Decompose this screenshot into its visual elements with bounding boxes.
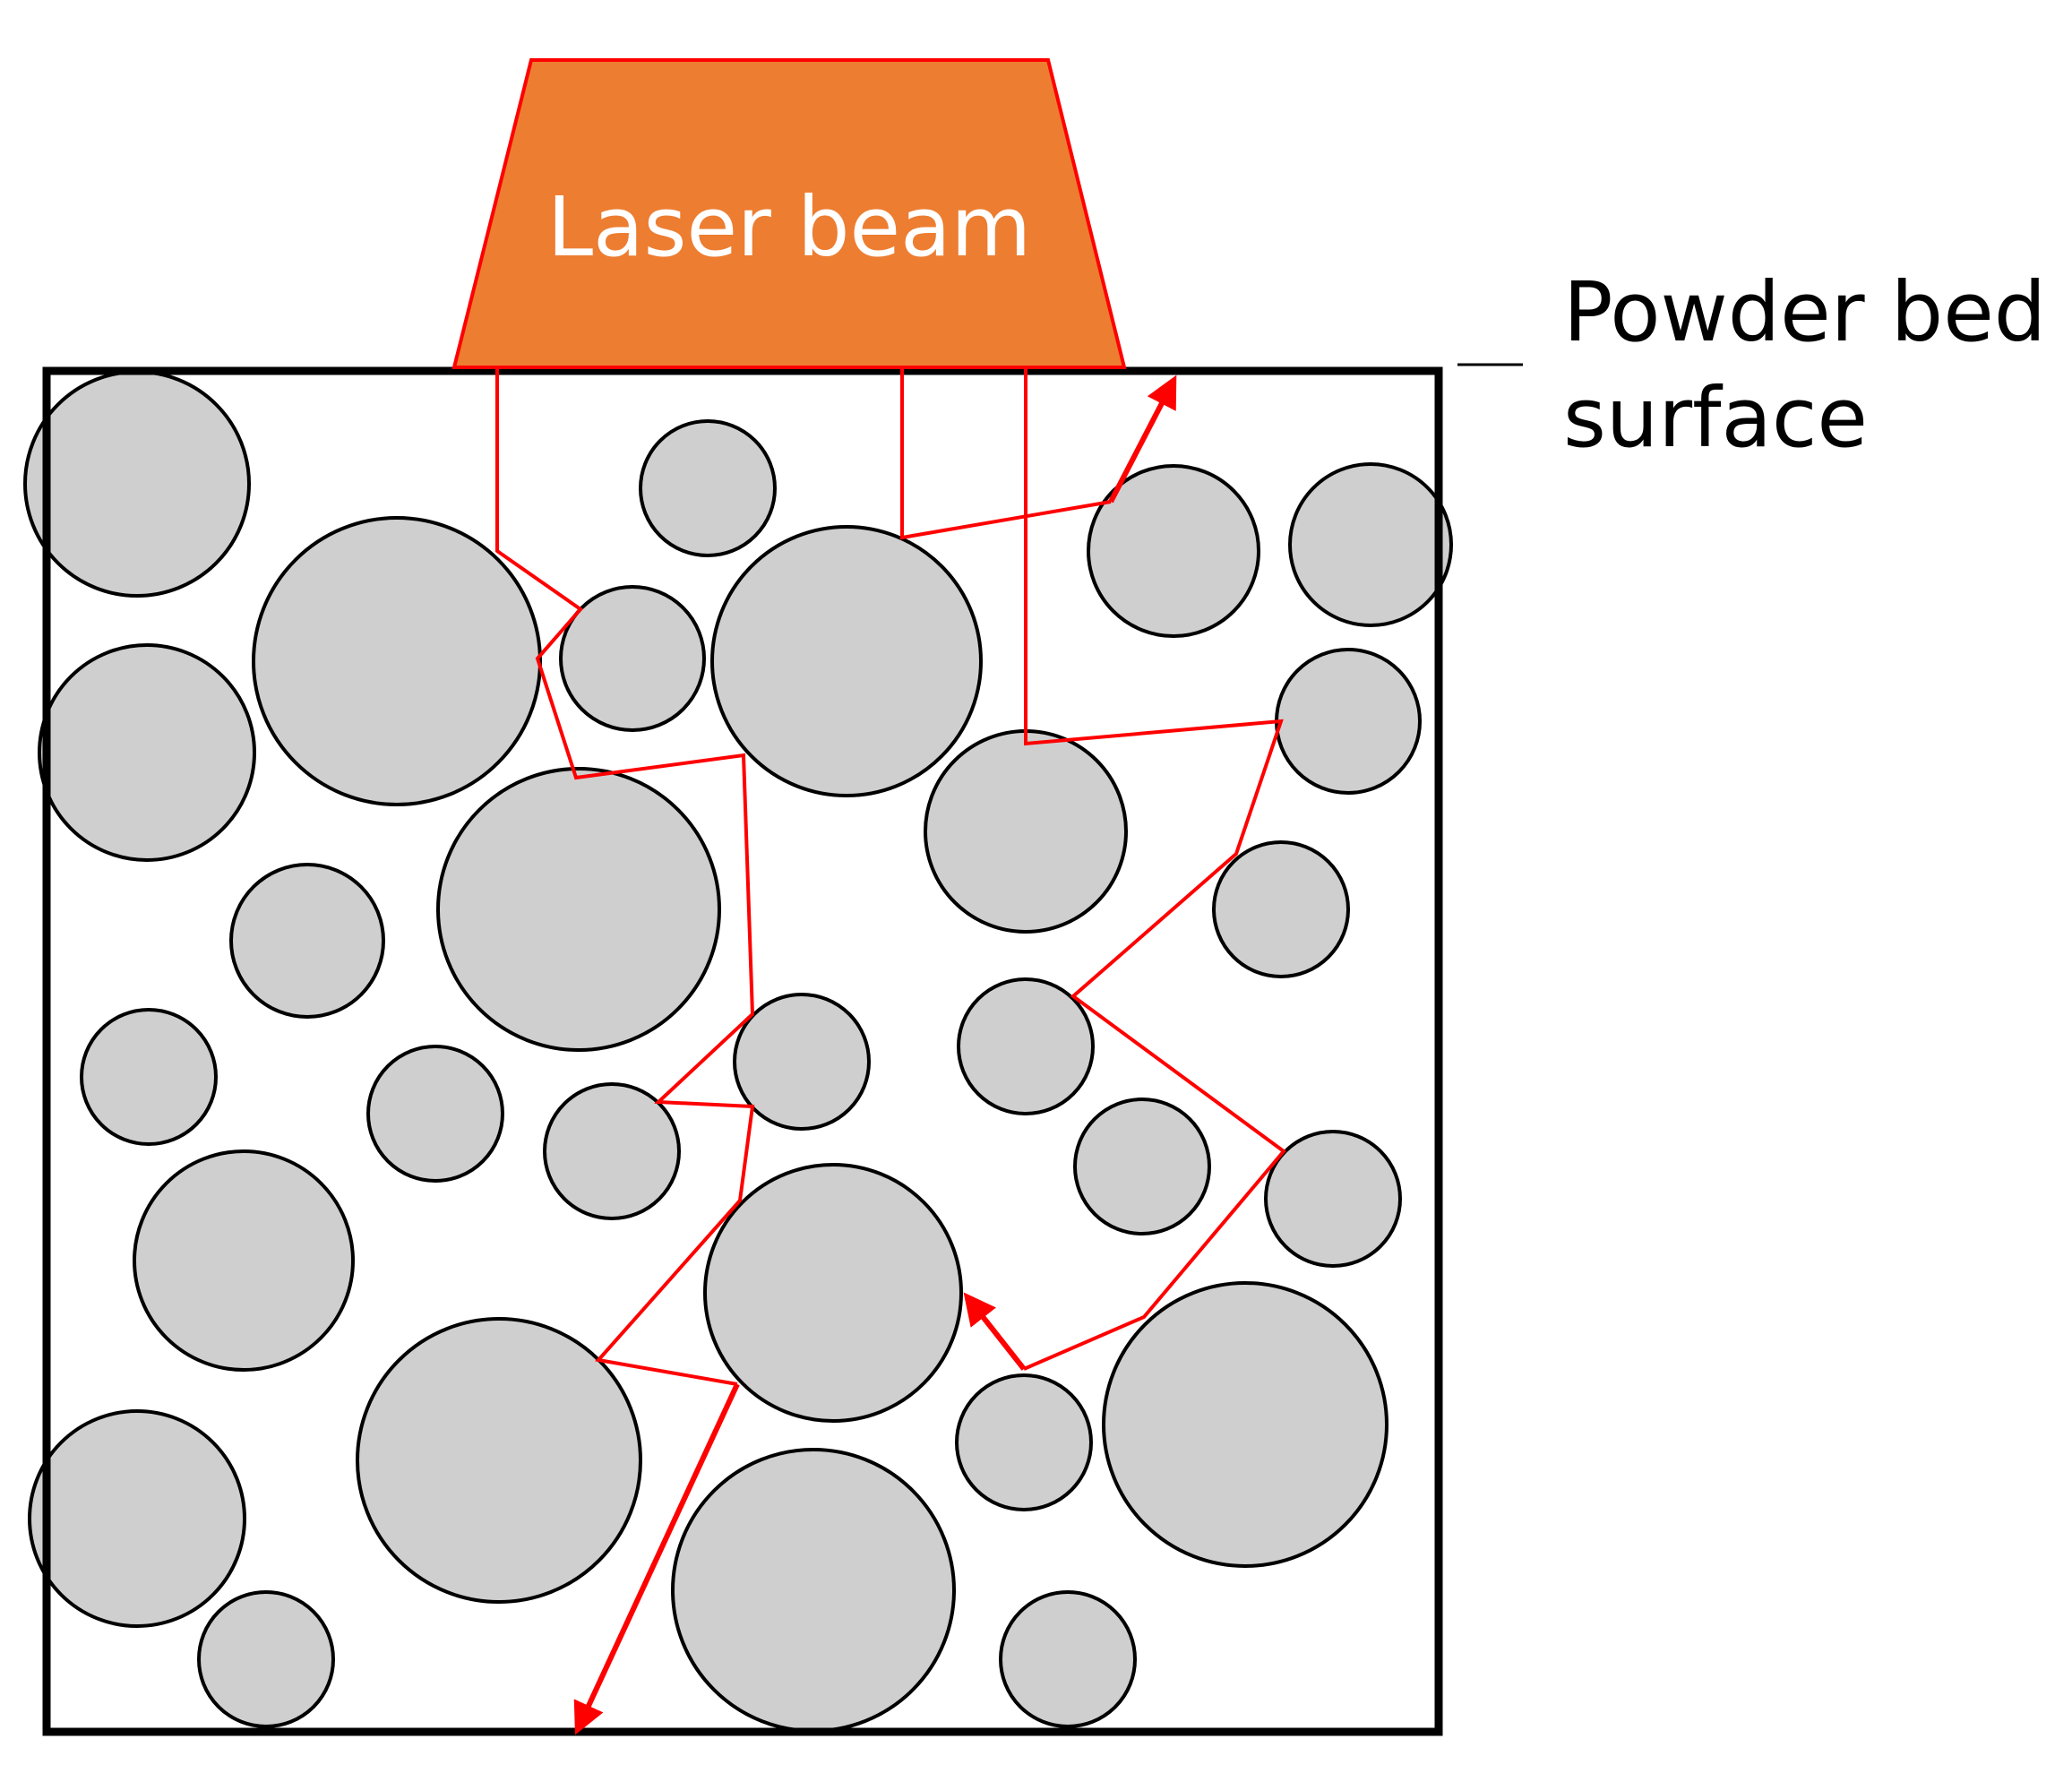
laser-rays <box>495 369 1286 1735</box>
powder-particle <box>710 525 983 797</box>
ray-path <box>900 369 1112 540</box>
powder-particle <box>197 1590 335 1728</box>
powder-particle <box>671 1448 956 1733</box>
surface-label-line2: surface <box>1563 370 1868 466</box>
powder-particle <box>703 1163 963 1423</box>
powder-particle <box>955 1373 1093 1511</box>
powder-particle <box>999 1590 1137 1728</box>
powder-particle <box>1087 464 1260 638</box>
powder-particle <box>543 1082 681 1220</box>
powder-particle <box>38 643 256 862</box>
powder-particle <box>28 1409 246 1628</box>
powder-particle <box>1073 1098 1211 1235</box>
ray-arrow-into-particle <box>963 1292 1027 1371</box>
powder-particle <box>133 1149 355 1372</box>
powder-particle <box>639 419 777 557</box>
powder-particle <box>252 516 542 806</box>
powder-particle <box>733 993 871 1131</box>
powder-particle <box>1102 1281 1388 1568</box>
ray-path <box>495 369 755 1386</box>
powder-particle <box>559 585 706 732</box>
powder-bed-box <box>42 366 1443 1736</box>
powder-particle <box>1212 840 1350 978</box>
surface-label-line1: Powder bed <box>1563 264 2046 360</box>
laser-label: Laser beam <box>547 179 1031 275</box>
powder-particle <box>1264 1130 1402 1268</box>
powder-particle <box>924 729 1128 934</box>
ray-arrow-upward <box>1108 374 1177 504</box>
powder-particle <box>229 863 385 1019</box>
powder-particle <box>1275 648 1422 795</box>
powder-particle <box>80 1008 218 1146</box>
surface-annotation: Powder bed surface <box>1457 264 2046 466</box>
ray-path <box>1023 369 1286 1371</box>
laser-head: Laser beam <box>451 58 1127 369</box>
powder-particle <box>1288 462 1453 627</box>
powder-particle <box>436 767 721 1052</box>
laser-trapezoid <box>451 58 1127 369</box>
ray-arrow-downward <box>573 1382 740 1735</box>
powder-particle <box>23 370 251 598</box>
powder-particle <box>366 1045 504 1183</box>
powder-particles <box>23 370 1453 1733</box>
powder-particle <box>356 1317 642 1604</box>
powder-particle <box>957 977 1095 1115</box>
